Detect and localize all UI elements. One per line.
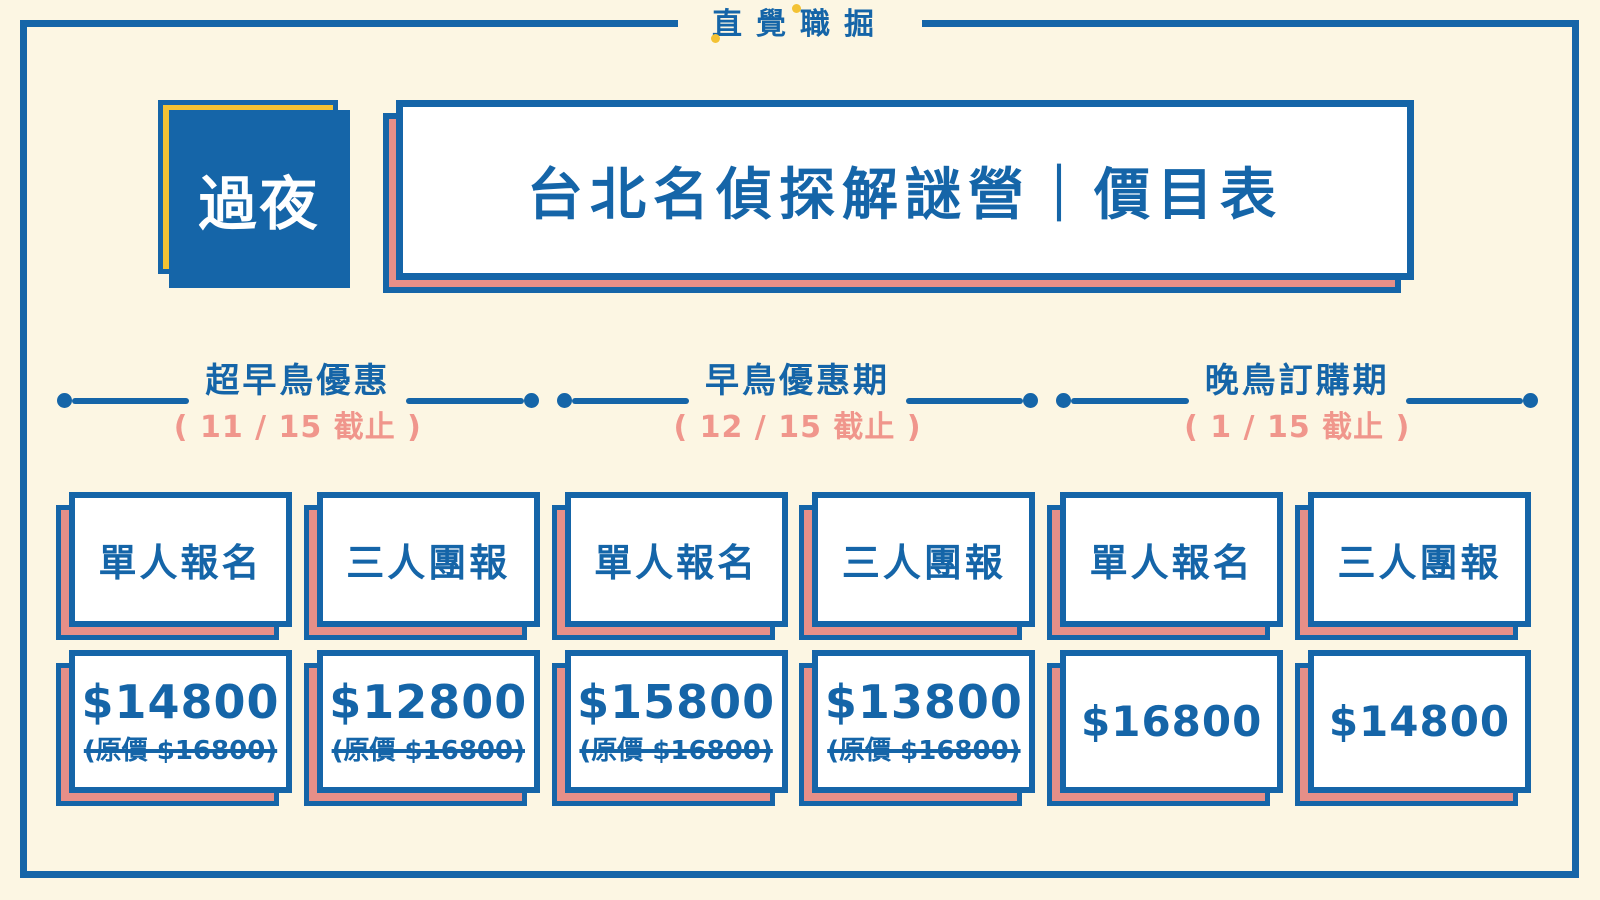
header: 過夜 台北名偵探解謎營｜價目表 <box>158 100 1414 293</box>
card-face: $13800 (原價 $16800) <box>812 650 1036 793</box>
timeline-phase-super-early-bird: 超早鳥優惠 ( 11 / 15 截止 ) <box>57 360 539 445</box>
price-card-6: $14800 <box>1294 650 1531 806</box>
price-card-4: $13800 (原價 $16800) <box>799 650 1036 806</box>
card-face: 單人報名 <box>69 492 292 627</box>
price-card-3: $15800 (原價 $16800) <box>551 650 788 806</box>
label-card-single-3: 單人報名 <box>1047 492 1284 640</box>
timeline-line <box>571 398 690 404</box>
timeline-dot-icon <box>523 393 539 408</box>
overnight-badge: 過夜 <box>158 100 350 288</box>
card-face: 三人團報 <box>1307 492 1531 627</box>
price-value: $12800 <box>329 675 528 729</box>
logo-accent-dot-icon <box>792 4 801 13</box>
timeline-phase-early-bird: 早鳥優惠期 ( 12 / 15 截止 ) <box>556 360 1039 445</box>
phase-deadline: ( 12 / 15 截止 ) <box>673 410 922 445</box>
brand-logo-text: 直覺職掘 <box>712 7 888 42</box>
page-title: 台北名偵探解謎營｜價目表 <box>396 100 1414 280</box>
label-card-group-2: 三人團報 <box>799 492 1036 640</box>
original-price-strikethrough: (原價 $16800) <box>331 736 525 766</box>
timeline-labels: 晚鳥訂購期 ( 1 / 15 截止 ) <box>1184 360 1409 445</box>
registration-type-label: 三人團報 <box>1337 541 1502 585</box>
brand-logo: 直覺職掘 <box>678 4 922 46</box>
registration-type-label: 三人團報 <box>346 541 511 585</box>
original-price-strikethrough: (原價 $16800) <box>579 736 773 766</box>
card-face: $15800 (原價 $16800) <box>564 650 788 793</box>
phase-name: 早鳥優惠期 <box>705 361 891 401</box>
price-value: $13800 <box>824 675 1023 729</box>
registration-type-label: 單人報名 <box>98 541 263 585</box>
price-value: $15800 <box>577 675 776 729</box>
title-box: 台北名偵探解謎營｜價目表 <box>383 100 1414 293</box>
phase-deadline: ( 1 / 15 截止 ) <box>1184 410 1411 445</box>
logo-accent-dot-icon <box>711 34 720 43</box>
registration-type-label: 單人報名 <box>594 541 759 585</box>
price-card-5: $16800 <box>1047 650 1284 806</box>
card-face: 單人報名 <box>564 492 788 627</box>
card-face: $16800 <box>1060 650 1284 793</box>
phase-deadline: ( 11 / 15 截止 ) <box>173 410 422 445</box>
price-value: $14800 <box>1328 696 1511 746</box>
original-price-strikethrough: (原價 $16800) <box>827 736 1021 766</box>
price-card-2: $12800 (原價 $16800) <box>303 650 540 806</box>
timeline-line <box>72 398 190 404</box>
timeline-dot-icon <box>1056 393 1072 408</box>
price-card-1: $14800 (原價 $16800) <box>56 650 292 806</box>
timeline-labels: 超早鳥優惠 ( 11 / 15 截止 ) <box>174 360 421 445</box>
registration-type-label: 三人團報 <box>841 541 1006 585</box>
price-value: $14800 <box>81 675 280 729</box>
card-face: 三人團報 <box>812 492 1036 627</box>
timeline-dot-icon <box>1023 393 1039 408</box>
badge-label: 過夜 <box>169 110 350 288</box>
timeline-line <box>1405 398 1524 404</box>
timeline-line <box>1071 398 1189 404</box>
price-value: $16800 <box>1081 696 1263 746</box>
label-card-single-2: 單人報名 <box>551 492 788 640</box>
registration-type-label: 單人報名 <box>1089 541 1254 585</box>
card-face: 三人團報 <box>316 492 540 627</box>
card-face: $12800 (原價 $16800) <box>316 650 540 793</box>
registration-type-row: 單人報名 三人團報 單人報名 三人團報 單人報名 三人團報 <box>56 492 1531 640</box>
timeline-labels: 早鳥優惠期 ( 12 / 15 截止 ) <box>673 360 920 445</box>
original-price-strikethrough: (原價 $16800) <box>83 736 278 766</box>
card-face: 單人報名 <box>1060 492 1284 627</box>
label-card-single-1: 單人報名 <box>56 492 292 640</box>
timeline-dot-icon <box>1523 393 1539 408</box>
label-card-group-3: 三人團報 <box>1294 492 1531 640</box>
timeline-phase-late-bird: 晚鳥訂購期 ( 1 / 15 截止 ) <box>1056 360 1539 445</box>
timeline: 超早鳥優惠 ( 11 / 15 截止 ) 早鳥優惠期 ( 12 / 15 截止 … <box>57 360 1539 445</box>
card-face: $14800 <box>1307 650 1531 793</box>
timeline-line <box>406 398 524 404</box>
timeline-dot-icon <box>57 393 72 408</box>
phase-name: 晚鳥訂購期 <box>1204 361 1390 401</box>
timeline-dot-icon <box>556 393 572 408</box>
timeline-line <box>906 398 1024 404</box>
price-row: $14800 (原價 $16800) $12800 (原價 $16800) $1… <box>56 650 1531 806</box>
card-face: $14800 (原價 $16800) <box>69 650 292 793</box>
phase-name: 超早鳥優惠 <box>205 361 391 401</box>
label-card-group-1: 三人團報 <box>303 492 540 640</box>
